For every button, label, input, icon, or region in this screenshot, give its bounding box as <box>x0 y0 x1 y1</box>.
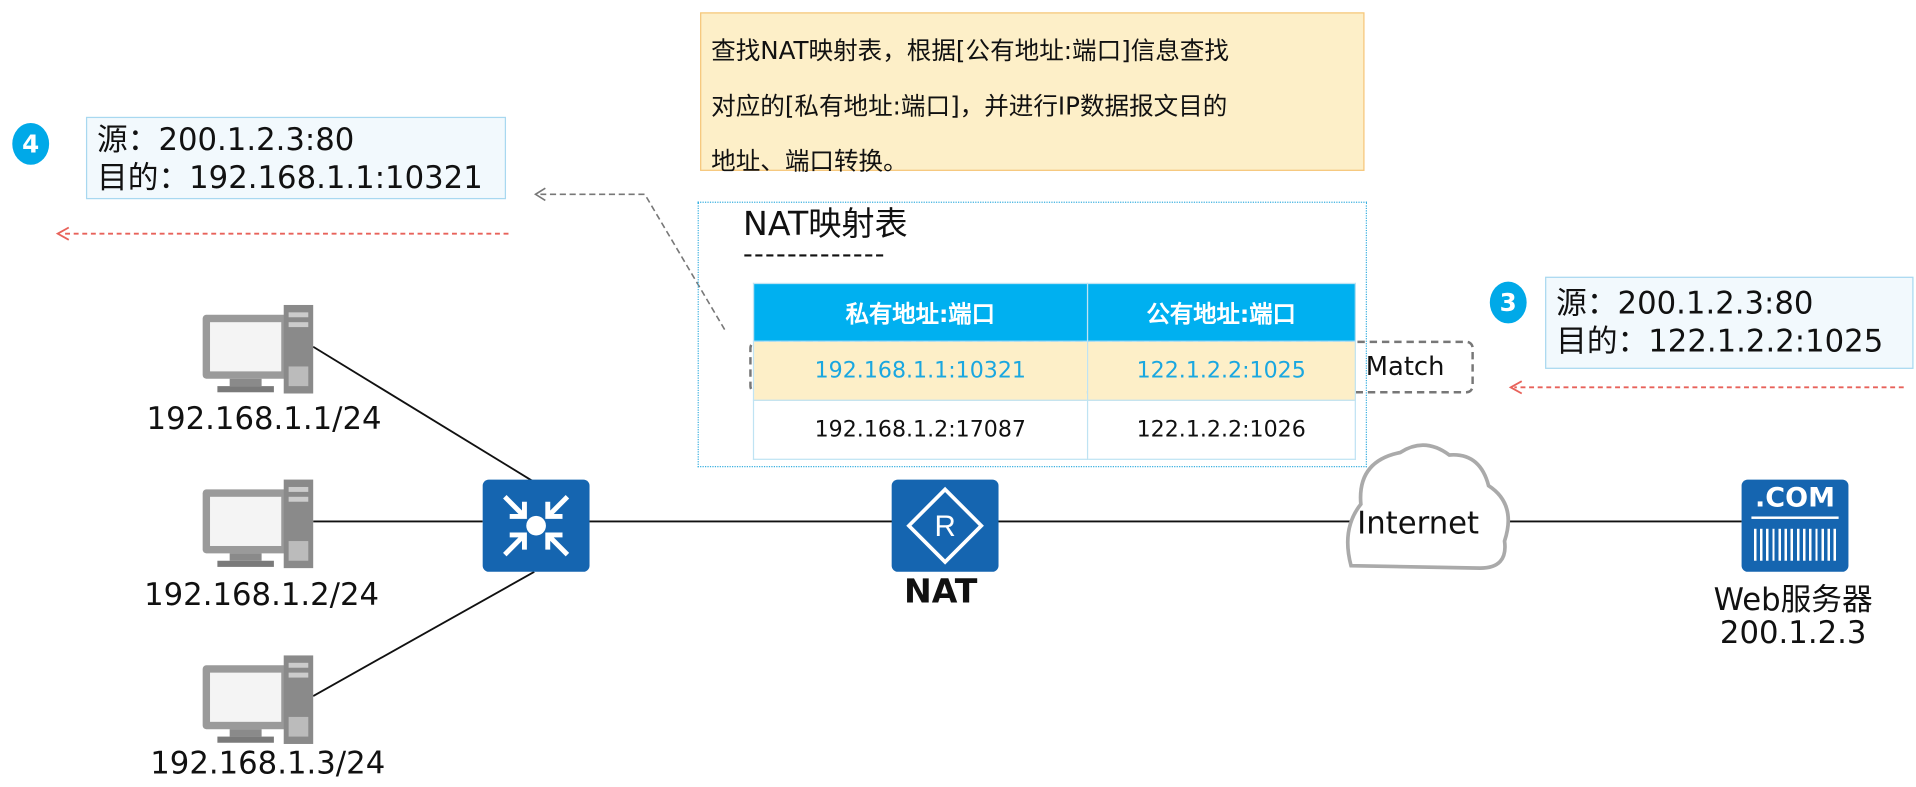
server-ip: 200.1.2.3 <box>1719 614 1867 651</box>
host-3-label: 192.168.1.3/24 <box>150 745 386 781</box>
nat-table-divider: ------------- <box>743 239 886 271</box>
cell-private: 192.168.1.2:17087 <box>752 399 1088 460</box>
nat-label: NAT <box>903 573 978 612</box>
step-4-badge: 4 <box>12 122 50 165</box>
packet-source: 源：200.1.2.3:80 <box>1556 285 1814 321</box>
step-4-packet: 源：200.1.2.3:80 目的：192.168.1.1:10321 <box>85 116 507 200</box>
packet-source: 源：200.1.2.3:80 <box>97 121 355 158</box>
host-1-label: 192.168.1.1/24 <box>146 400 382 437</box>
pc-icon <box>202 304 314 394</box>
table-row: 192.168.1.2:17087 122.1.2.2:1026 <box>752 399 1356 460</box>
svg-text:R: R <box>934 510 955 543</box>
pc-icon <box>202 655 314 744</box>
server-bars <box>1753 528 1837 561</box>
col-private: 私有地址:端口 <box>752 282 1088 342</box>
col-public: 公有地址:端口 <box>1086 282 1356 342</box>
table-row-matched: 192.168.1.1:10321 122.1.2.2:1025 <box>752 340 1356 401</box>
translation-arrow <box>533 187 726 330</box>
return-arrow-left <box>55 226 509 241</box>
lookup-note: 查找NAT映射表，根据[公有地址:端口]信息查找 对应的[私有地址:端口]，并进… <box>700 12 1365 176</box>
nat-router-icon: R <box>891 479 999 572</box>
note-line: 地址、端口转换。 <box>711 146 908 176</box>
web-server-icon: .COM <box>1741 479 1849 572</box>
packet-destination: 目的：122.1.2.2:1025 <box>1556 323 1884 360</box>
server-name: Web服务器 <box>1713 581 1873 618</box>
step-3-packet: 源：200.1.2.3:80 目的：122.1.2.2:1025 <box>1545 276 1914 369</box>
host-2-label: 192.168.1.2/24 <box>144 576 380 613</box>
link-pc1-switch <box>312 345 535 483</box>
cell-private: 192.168.1.1:10321 <box>752 340 1088 401</box>
nat-table-title: NAT映射表 <box>743 205 908 244</box>
server-icon-text: .COM <box>1751 482 1839 519</box>
step-3-badge: 3 <box>1489 281 1527 324</box>
match-label: Match <box>1365 351 1445 382</box>
switch-icon <box>482 479 590 572</box>
internet-label: Internet <box>1357 505 1480 542</box>
note-line: 对应的[私有地址:端口]，并进行IP数据报文目的 <box>711 90 1228 121</box>
incoming-arrow-right <box>1508 380 1904 395</box>
cell-public: 122.1.2.2:1026 <box>1086 399 1356 460</box>
note-line: 查找NAT映射表，根据[公有地址:端口]信息查找 <box>711 35 1230 66</box>
packet-destination: 目的：192.168.1.1:10321 <box>97 159 483 196</box>
link-pc3-switch <box>312 571 535 697</box>
nat-table-panel <box>697 201 1367 468</box>
pc-icon <box>202 479 314 569</box>
nat-table: 私有地址:端口 公有地址:端口 192.168.1.1:10321 122.1.… <box>752 282 1356 460</box>
cloud-icon <box>1345 443 1511 570</box>
cell-public: 122.1.2.2:1025 <box>1086 340 1356 401</box>
